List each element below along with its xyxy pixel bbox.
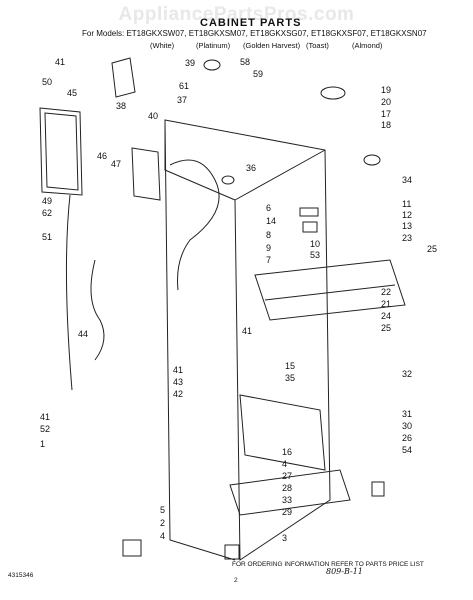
callout-label: 42 bbox=[173, 389, 184, 399]
bottom-tray bbox=[229, 469, 351, 516]
callout-label: 24 bbox=[381, 311, 392, 321]
callout-label: 52 bbox=[40, 424, 51, 434]
callout-label: 13 bbox=[402, 221, 413, 231]
callout-label: 25 bbox=[381, 323, 392, 333]
callout-label: 4 bbox=[282, 459, 288, 469]
power-cord bbox=[90, 259, 105, 361]
callout-label: 2 bbox=[160, 518, 166, 528]
leveler-foot bbox=[122, 539, 142, 557]
callout-label: 6 bbox=[266, 203, 272, 213]
callout-label: 51 bbox=[42, 232, 53, 242]
callout-label: 59 bbox=[253, 69, 264, 79]
cabinet-outline bbox=[164, 119, 331, 561]
callout-label: 45 bbox=[67, 88, 78, 98]
callout-label: 10 bbox=[310, 239, 321, 249]
callout-label: 31 bbox=[402, 409, 413, 419]
callout-label: 35 bbox=[285, 373, 296, 383]
callout-label: 47 bbox=[111, 159, 122, 169]
callout-label: 39 bbox=[185, 58, 196, 68]
handwritten-note: 809-B-11 bbox=[326, 567, 363, 576]
diagram-title: CABINET PARTS bbox=[200, 17, 302, 29]
callout-label: 28 bbox=[282, 483, 293, 493]
callout-label: 12 bbox=[402, 210, 413, 220]
cabinet-top-edge bbox=[234, 149, 326, 201]
callout-label: 4 bbox=[160, 531, 166, 541]
cabinet-torn-edge bbox=[169, 159, 220, 291]
callout-label: 15 bbox=[285, 361, 296, 371]
part-36 bbox=[221, 175, 235, 185]
color-almond: (Almond) bbox=[352, 41, 383, 50]
callout-label: 36 bbox=[246, 163, 257, 173]
callout-label: 20 bbox=[381, 97, 392, 107]
callout-label: 53 bbox=[310, 250, 321, 260]
callout-label: 37 bbox=[177, 95, 188, 105]
callout-label: 25 bbox=[427, 244, 438, 254]
callout-label: 5 bbox=[160, 505, 166, 515]
callout-label: 40 bbox=[148, 111, 159, 121]
plug-34 bbox=[363, 154, 381, 166]
callout-label: 18 bbox=[381, 120, 392, 130]
callout-label: 41 bbox=[55, 57, 66, 67]
callout-label: 62 bbox=[42, 208, 53, 218]
callout-label: 11 bbox=[402, 199, 412, 209]
roller-right bbox=[371, 481, 385, 497]
callout-label: 21 bbox=[381, 299, 392, 309]
callout-label: 38 bbox=[116, 101, 127, 111]
center-rail bbox=[254, 259, 406, 321]
ordering-note: FOR ORDERING INFORMATION REFER TO PARTS … bbox=[232, 561, 424, 568]
part-14 bbox=[302, 221, 318, 233]
callout-label: 46 bbox=[97, 151, 108, 161]
color-golden-harvest: (Golden Harvest) bbox=[243, 41, 301, 50]
callout-label: 49 bbox=[42, 196, 53, 206]
callout-label: 27 bbox=[282, 471, 293, 481]
callout-label: 43 bbox=[173, 377, 184, 387]
color-white: (White) bbox=[150, 41, 175, 50]
callout-label: 8 bbox=[266, 230, 272, 240]
callout-label: 1 bbox=[40, 439, 46, 449]
callout-label: 14 bbox=[266, 216, 277, 226]
callout-label: 22 bbox=[381, 287, 392, 297]
callout-label: 41 bbox=[242, 326, 253, 336]
callout-label: 58 bbox=[240, 57, 251, 67]
tube bbox=[65, 194, 73, 391]
callout-label: 34 bbox=[402, 175, 413, 185]
models-line: For Models: ET18GKXSW07, ET18GKXSM07, ET… bbox=[82, 29, 427, 38]
callout-label: 32 bbox=[402, 369, 413, 379]
callout-label: 9 bbox=[266, 243, 272, 253]
callout-label: 54 bbox=[402, 445, 413, 455]
callout-label: 33 bbox=[282, 495, 293, 505]
document-number: 4315346 bbox=[8, 572, 34, 579]
callout-label: 16 bbox=[282, 447, 293, 457]
color-toast: (Toast) bbox=[306, 41, 329, 50]
color-platinum: (Platinum) bbox=[196, 41, 231, 50]
lower-compartment bbox=[239, 394, 326, 471]
knob-top-right bbox=[320, 86, 346, 100]
callout-label: 41 bbox=[40, 412, 51, 422]
callout-label: 30 bbox=[402, 421, 413, 431]
callout-label: 29 bbox=[282, 507, 293, 517]
callout-label: 23 bbox=[402, 233, 413, 243]
hinge-top bbox=[111, 57, 136, 98]
roller-bracket bbox=[224, 544, 240, 560]
door-frame-left bbox=[39, 107, 83, 196]
watermark: AppliancePartsPros.com bbox=[118, 4, 355, 25]
callout-label: 50 bbox=[42, 77, 53, 87]
callout-label: 44 bbox=[78, 329, 89, 339]
callout-label: 17 bbox=[381, 109, 392, 119]
callout-label: 26 bbox=[402, 433, 413, 443]
callout-label: 3 bbox=[282, 533, 288, 543]
callout-label: 41 bbox=[173, 365, 184, 375]
callout-label: 7 bbox=[266, 255, 272, 265]
part-58 bbox=[203, 59, 221, 71]
light-housing bbox=[131, 147, 161, 201]
page-number: 2 bbox=[234, 577, 238, 584]
cabinet-left-edge bbox=[164, 119, 236, 561]
callout-label: 61 bbox=[179, 81, 190, 91]
callout-label: 19 bbox=[381, 85, 392, 95]
part-6 bbox=[299, 207, 319, 217]
